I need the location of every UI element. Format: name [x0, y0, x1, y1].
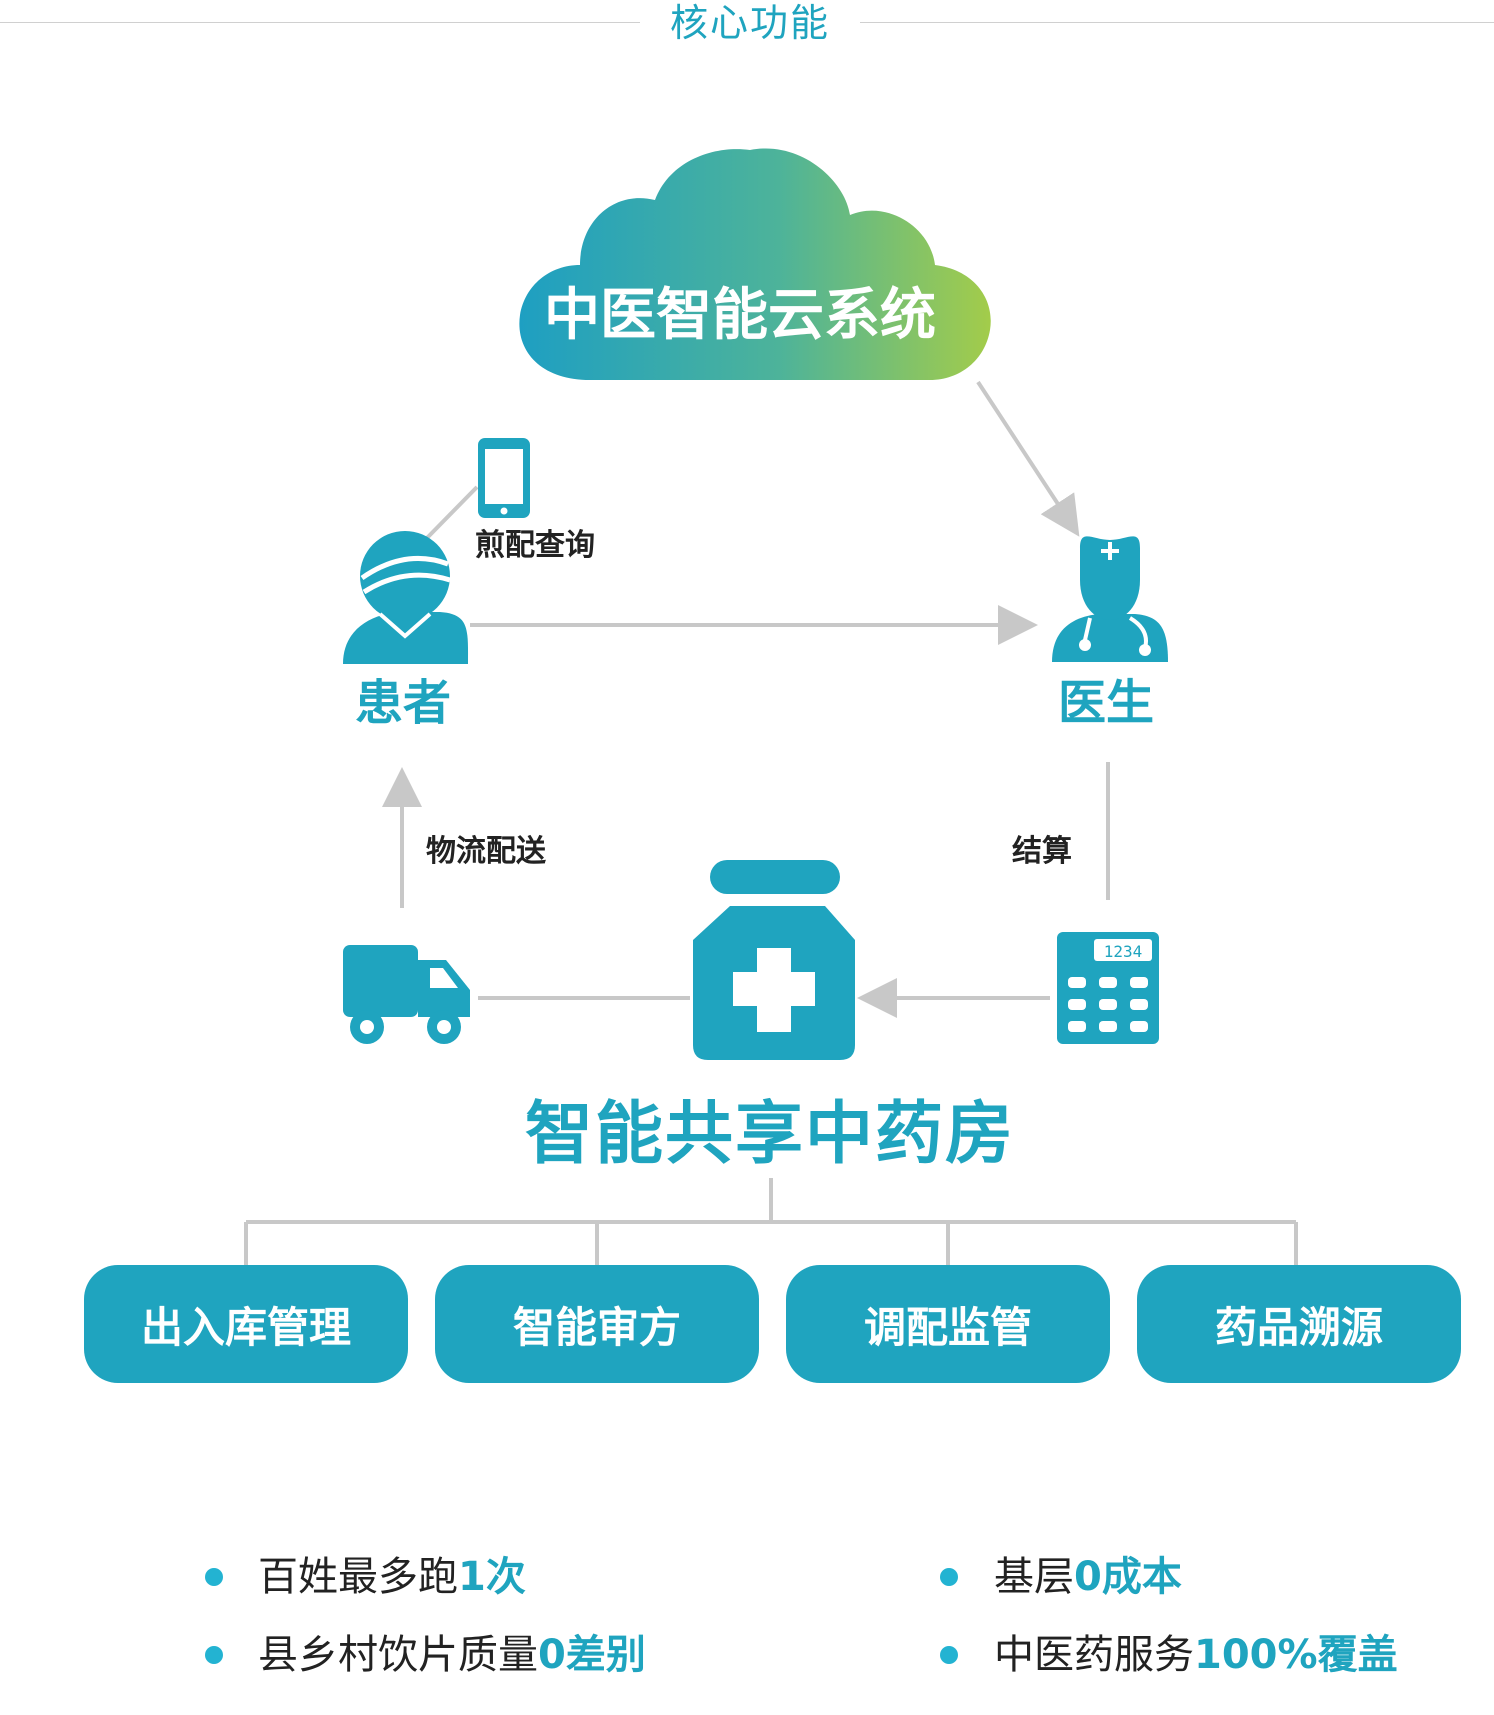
medicine-jar-icon: [693, 860, 855, 1060]
header-divider-right: [860, 22, 1494, 23]
patient-label: 患者: [355, 675, 452, 731]
benefit-highlight: 1次: [458, 1554, 526, 1600]
decoction-query-label: 煎配查询: [475, 528, 595, 563]
cloud-system-title: 中医智能云系统: [544, 283, 936, 348]
bullet-dot: [205, 1568, 223, 1586]
section-title: 核心功能: [669, 1, 830, 45]
bullet-dot: [940, 1568, 958, 1586]
pharmacy-title: 智能共享中药房: [524, 1095, 1015, 1174]
doctor-label: 医生: [1058, 675, 1155, 731]
benefit-text: 中医药服务: [994, 1632, 1194, 1678]
benefit-item: 百姓最多跑1次: [258, 1553, 526, 1601]
function-box-inventory: 出入库管理: [84, 1265, 408, 1383]
benefit-text: 基层: [994, 1554, 1074, 1600]
benefit-highlight: 0差别: [538, 1632, 646, 1678]
phone-icon: [478, 438, 530, 518]
benefit-highlight: 100%覆盖: [1194, 1632, 1398, 1678]
function-box-prescription-review: 智能审方: [435, 1265, 759, 1383]
doctor-icon: [1052, 536, 1168, 662]
header-divider-left: [0, 22, 640, 23]
benefit-highlight: 0成本: [1074, 1554, 1182, 1600]
patient-to-phone-line: [423, 485, 479, 542]
bullet-dot: [940, 1646, 958, 1664]
patient-icon: [343, 531, 469, 664]
settlement-label: 结算: [1012, 834, 1072, 869]
function-box-dispensing-supervision: 调配监管: [786, 1265, 1110, 1383]
bullet-dot: [205, 1646, 223, 1664]
benefit-text: 百姓最多跑: [258, 1554, 458, 1600]
truck-icon: [343, 945, 470, 1044]
benefit-item: 中医药服务100%覆盖: [994, 1631, 1398, 1679]
function-tree-connector: [244, 1178, 1298, 1265]
logistics-label: 物流配送: [426, 834, 546, 869]
calculator-icon: 1234: [1057, 932, 1159, 1044]
cloud-icon: [519, 148, 991, 380]
benefit-item: 县乡村饮片质量0差别: [258, 1631, 646, 1679]
svg-text:1234: 1234: [1104, 942, 1143, 961]
benefit-item: 基层0成本: [994, 1553, 1182, 1601]
cloud-to-doctor-arrow: [976, 380, 1080, 537]
benefit-text: 县乡村饮片质量: [258, 1632, 538, 1678]
function-box-drug-traceability: 药品溯源: [1137, 1265, 1461, 1383]
